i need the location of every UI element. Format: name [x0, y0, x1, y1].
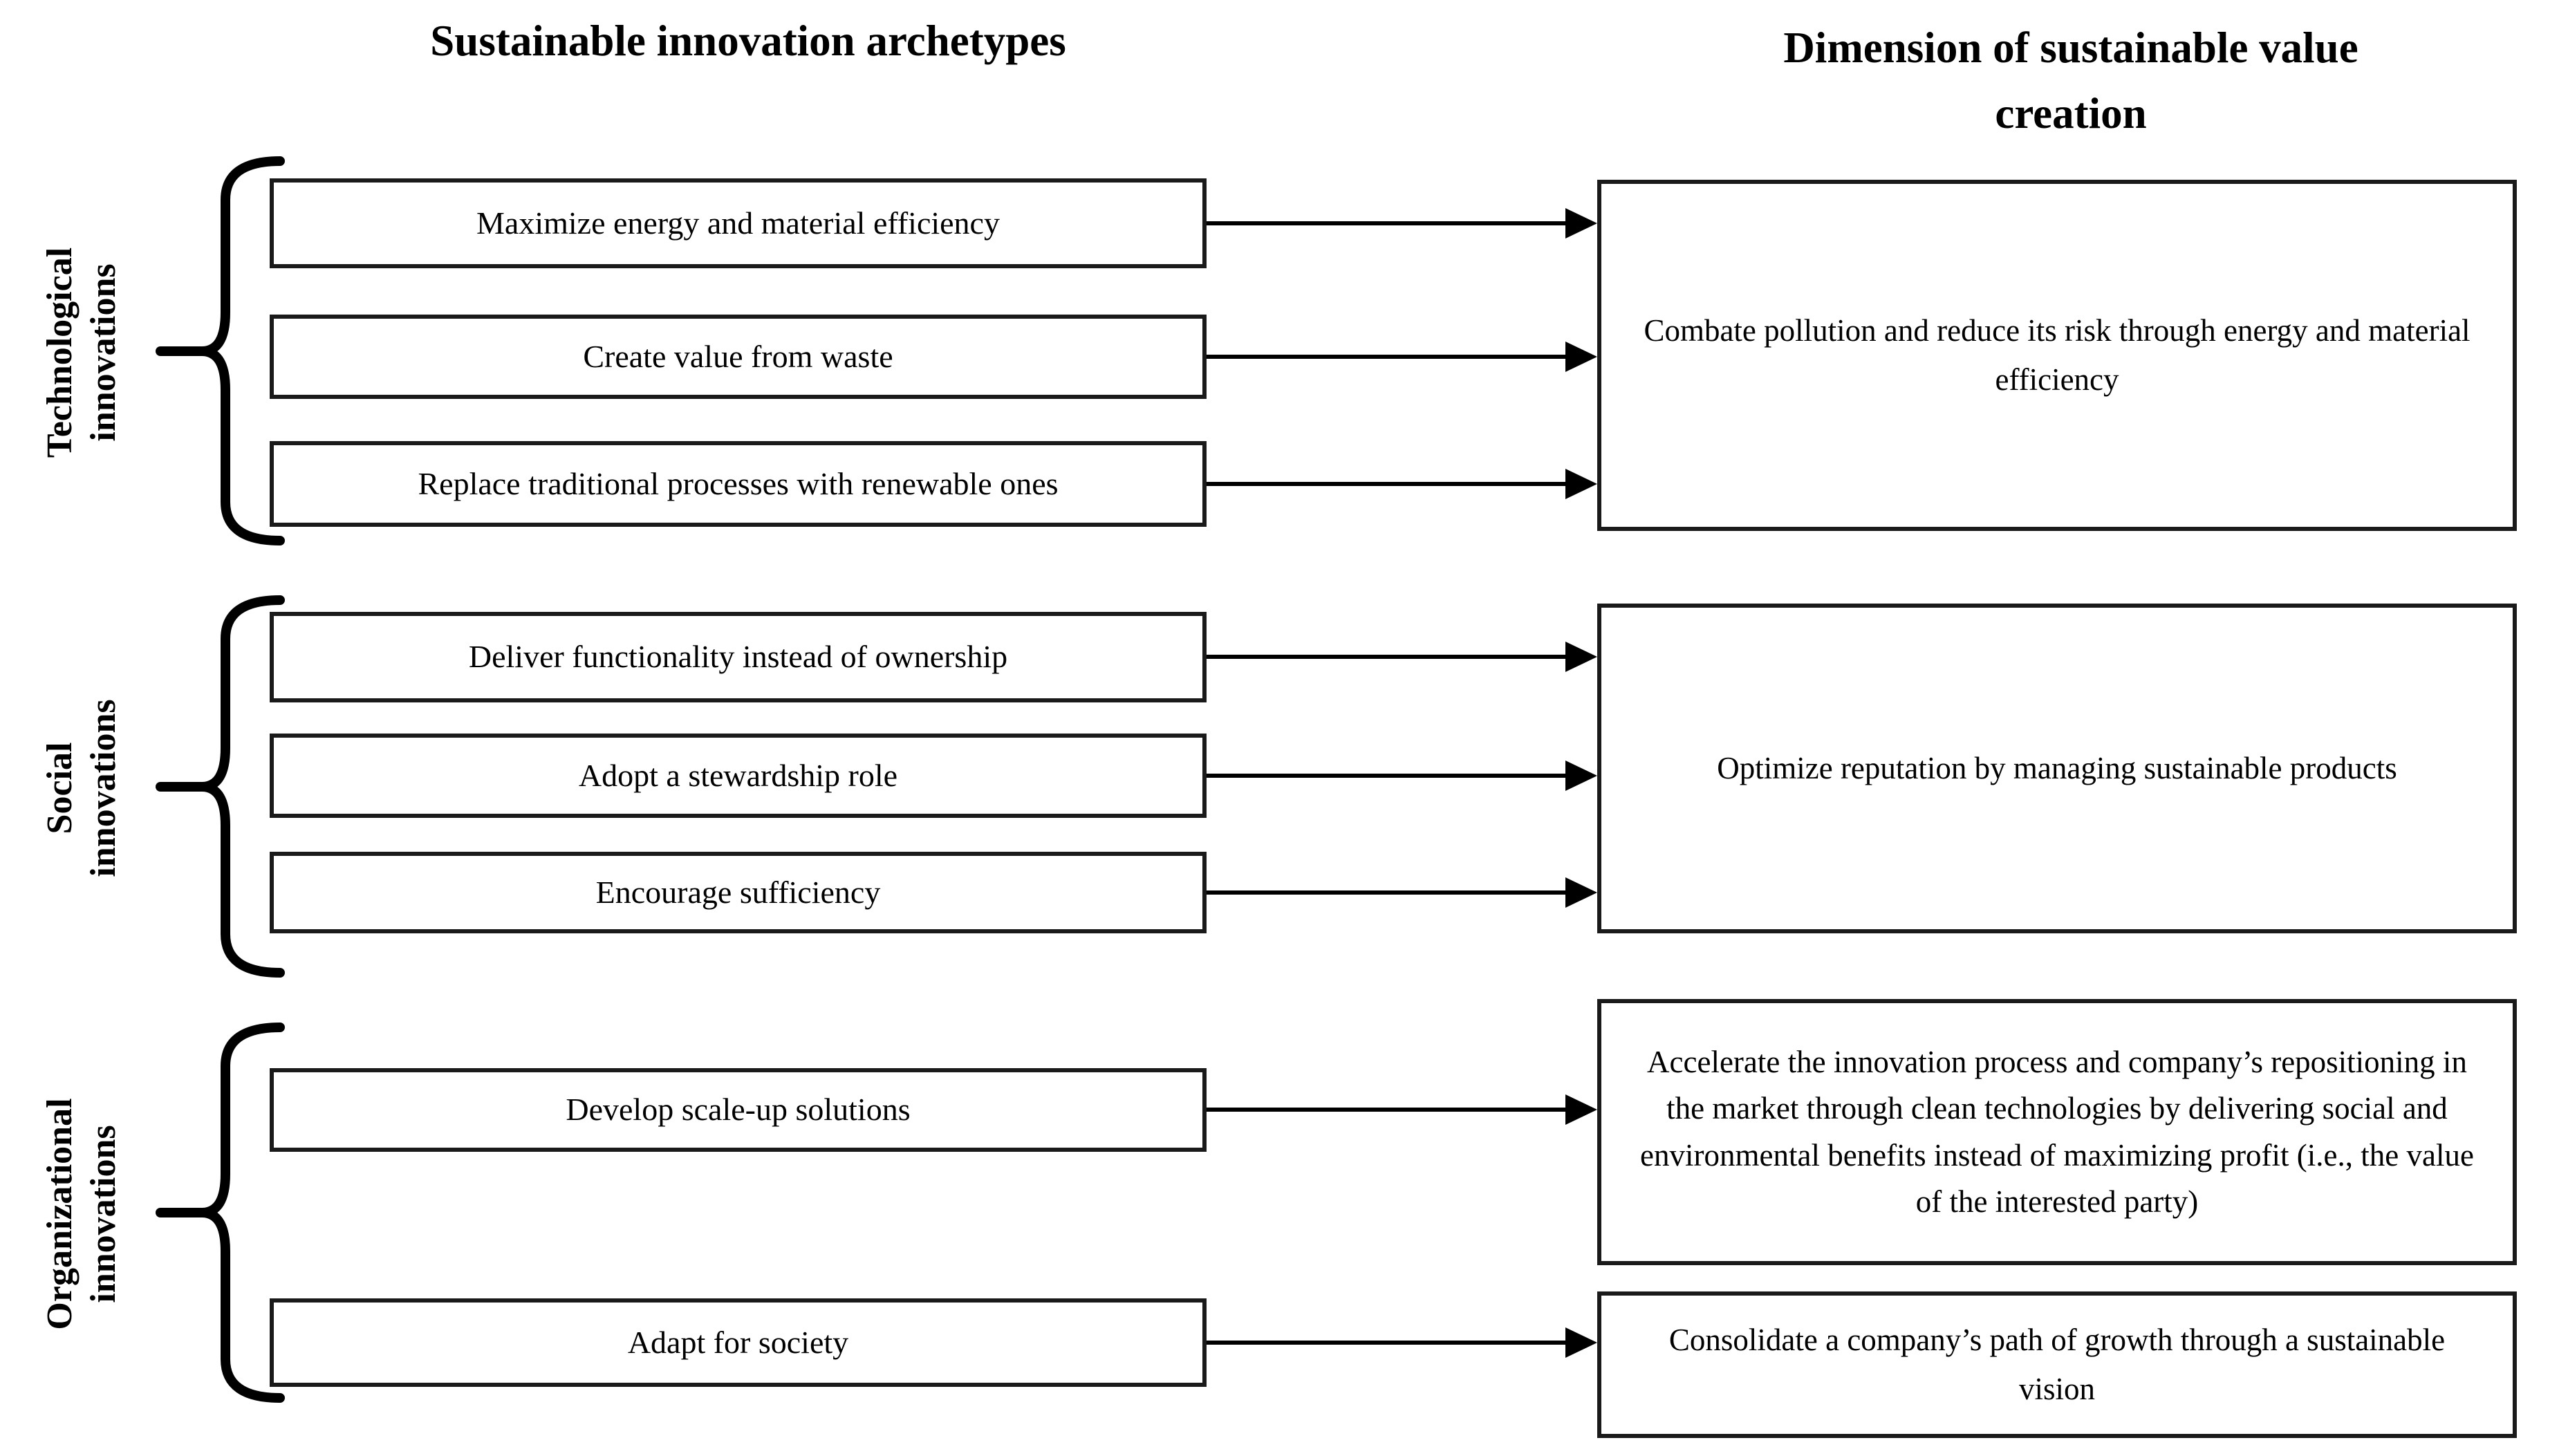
group-label-line: innovations	[84, 1125, 124, 1303]
arrow-shaft	[1207, 774, 1569, 778]
arrow-shaft	[1207, 890, 1569, 895]
group-label-line: Organizational	[40, 1098, 80, 1330]
arrow-head-icon	[1565, 469, 1597, 499]
right-column-title: Dimension of sustainable value creation	[1783, 24, 2358, 138]
curly-brace-organizational	[156, 1023, 285, 1403]
arrow-head-icon	[1565, 760, 1597, 791]
left-column-title: Sustainable innovation archetypes	[430, 17, 1066, 65]
archetype-box: Maximize energy and material efficiency	[270, 178, 1207, 268]
archetype-box: Create value from waste	[270, 315, 1207, 399]
outcome-box: Accelerate the innovation process and co…	[1597, 999, 2517, 1265]
arrow-head-icon	[1565, 877, 1597, 908]
arrow	[1207, 877, 1597, 908]
arrow-head-icon	[1565, 642, 1597, 672]
curly-brace-path	[201, 1023, 285, 1403]
group-label-line: innovations	[84, 699, 124, 877]
arrow-head-icon	[1565, 342, 1597, 372]
group-label-line: innovations	[84, 263, 124, 442]
arrow	[1207, 1327, 1597, 1358]
curly-brace-path	[201, 595, 285, 978]
arrow	[1207, 469, 1597, 499]
archetype-box: Develop scale-up solutions	[270, 1068, 1207, 1152]
arrow-shaft	[1207, 482, 1569, 486]
arrow-shaft	[1207, 355, 1569, 359]
group-label-technological-innovations: Technological innovations	[38, 159, 135, 546]
group-label-line: Social	[40, 742, 80, 834]
curly-brace-social	[156, 595, 285, 978]
outcome-label: Combate pollution and reduce its risk th…	[1644, 312, 2470, 397]
archetype-label: Replace traditional processes with renew…	[418, 465, 1059, 501]
group-label-social-innovations: Social innovations	[38, 595, 135, 982]
group-label-organizational-innovations: Organizational innovations	[38, 1020, 135, 1408]
archetype-label: Develop scale-up solutions	[566, 1092, 911, 1128]
archetype-label: Adopt a stewardship role	[578, 757, 898, 793]
group-label-line: Technological	[40, 247, 80, 458]
outcome-box: Optimize reputation by managing sustaina…	[1597, 604, 2517, 933]
outcome-box: Consolidate a company’s path of growth t…	[1597, 1291, 2517, 1438]
archetype-label: Encourage sufficiency	[595, 874, 881, 910]
curly-brace-technological	[156, 156, 285, 545]
outcome-label: Accelerate the innovation process and co…	[1640, 1044, 2474, 1220]
archetype-label: Deliver functionality instead of ownersh…	[468, 639, 1008, 675]
arrow-shaft	[1207, 655, 1569, 659]
outcome-label: Consolidate a company’s path of growth t…	[1668, 1322, 2446, 1406]
outcome-box: Combate pollution and reduce its risk th…	[1597, 180, 2517, 531]
arrow-head-icon	[1565, 208, 1597, 239]
arrow-shaft	[1207, 1108, 1569, 1112]
archetype-box: Deliver functionality instead of ownersh…	[270, 612, 1207, 702]
arrow	[1207, 760, 1597, 791]
arrow-shaft	[1207, 1341, 1569, 1345]
arrow	[1207, 642, 1597, 672]
arrow-shaft	[1207, 221, 1569, 225]
arrow	[1207, 342, 1597, 372]
arrow	[1207, 1094, 1597, 1125]
archetype-box: Adapt for society	[270, 1298, 1207, 1387]
archetype-box: Encourage sufficiency	[270, 852, 1207, 933]
outcome-label: Optimize reputation by managing sustaina…	[1717, 750, 2397, 785]
archetype-box: Adopt a stewardship role	[270, 734, 1207, 818]
arrow-head-icon	[1565, 1327, 1597, 1358]
archetype-label: Create value from waste	[583, 338, 893, 374]
archetype-label: Maximize energy and material efficiency	[476, 205, 1000, 241]
archetype-box: Replace traditional processes with renew…	[270, 441, 1207, 527]
curly-brace-path	[201, 156, 285, 545]
arrow	[1207, 208, 1597, 239]
arrow-head-icon	[1565, 1094, 1597, 1125]
archetype-label: Adapt for society	[627, 1324, 849, 1360]
